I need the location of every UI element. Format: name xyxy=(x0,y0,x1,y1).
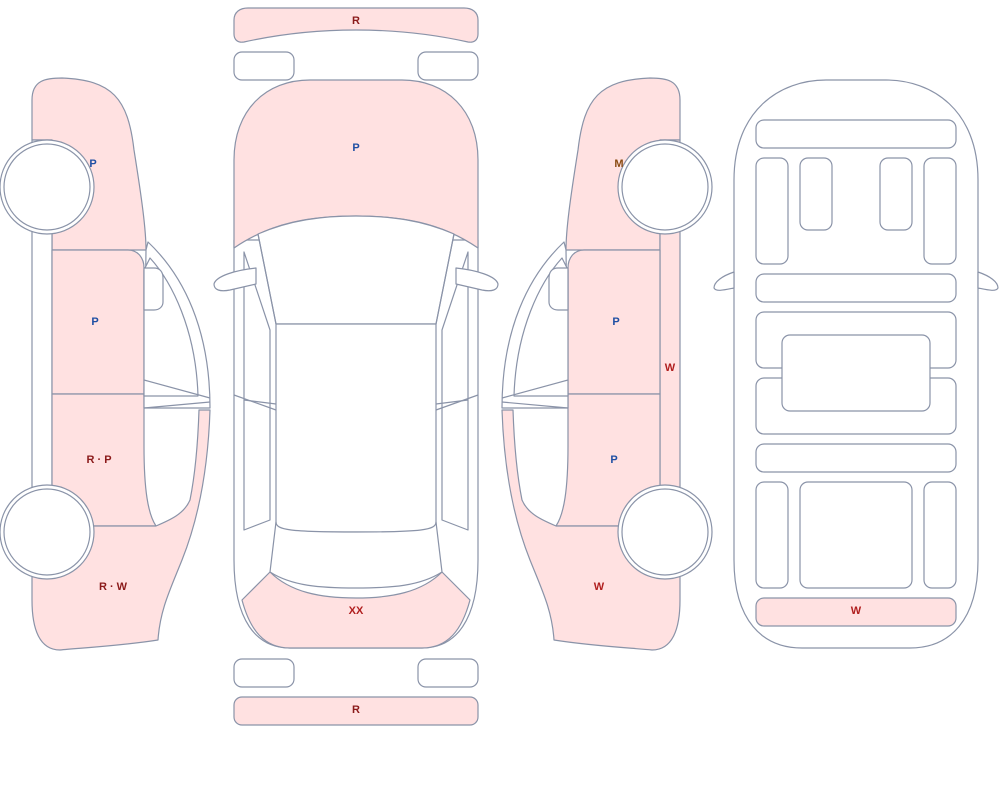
rear-window xyxy=(269,521,443,589)
label-rocker-right: W xyxy=(665,362,676,374)
label-floor-rear-panel: W xyxy=(851,605,862,617)
right-taillight xyxy=(417,658,479,688)
left-front-wheel xyxy=(0,139,95,235)
floor-dash-panel xyxy=(755,273,957,303)
underbody-right-mirror xyxy=(977,271,999,291)
floor-front-crossmember xyxy=(755,119,957,149)
right-rear-wheel xyxy=(617,484,713,580)
label-rear-door-left: R · P xyxy=(86,454,111,466)
label-front-door-left: P xyxy=(91,316,98,328)
label-front-door-right: P xyxy=(612,316,619,328)
top-right-mirror xyxy=(455,267,499,292)
label-rear-bumper: R xyxy=(352,704,360,716)
top-left-mirror xyxy=(213,267,257,292)
underbody-view: W xyxy=(713,79,999,649)
label-trunk-lid: XX xyxy=(349,605,364,617)
label-rear-door-right: P xyxy=(610,454,617,466)
label-quarter-left: R · W xyxy=(99,581,128,593)
right-side-view: M P P W W xyxy=(501,77,713,651)
label-quarter-right: W xyxy=(594,581,605,593)
left-side-view: P P R · P R · W xyxy=(0,77,211,651)
floor-front-left-rail xyxy=(755,157,789,265)
floor-rear-crossmember xyxy=(755,443,957,473)
front-bumper-panel[interactable] xyxy=(233,7,479,43)
left-mirror xyxy=(143,267,164,311)
label-fender-right: M xyxy=(614,158,623,170)
floor-front-left-inner xyxy=(799,157,833,231)
label-fender-left: P xyxy=(89,158,96,170)
left-rear-wheel xyxy=(0,484,95,580)
label-front-bumper: R xyxy=(352,15,360,27)
right-mirror xyxy=(548,267,569,311)
right-quarter-panel[interactable] xyxy=(501,409,681,651)
rear-bumper-panel[interactable] xyxy=(233,696,479,726)
left-quarter-panel[interactable] xyxy=(31,409,211,651)
left-headlight xyxy=(233,51,295,81)
floor-tunnel xyxy=(781,334,931,412)
floor-rear-panel[interactable] xyxy=(755,597,957,627)
right-front-wheel xyxy=(617,139,713,235)
roof-panel xyxy=(275,323,437,533)
floor-rear-left-rail xyxy=(755,481,789,589)
label-hood: P xyxy=(352,142,359,154)
floor-front-right-rail xyxy=(923,157,957,265)
floor-front-right-inner xyxy=(879,157,913,231)
underbody-left-mirror xyxy=(713,271,735,291)
left-taillight xyxy=(233,658,295,688)
top-view: R P XX R xyxy=(213,7,499,726)
trunk-lid-panel[interactable] xyxy=(241,571,471,649)
floor-rear-right-rail xyxy=(923,481,957,589)
floor-spare-well xyxy=(799,481,913,589)
windshield xyxy=(257,215,455,325)
right-headlight xyxy=(417,51,479,81)
